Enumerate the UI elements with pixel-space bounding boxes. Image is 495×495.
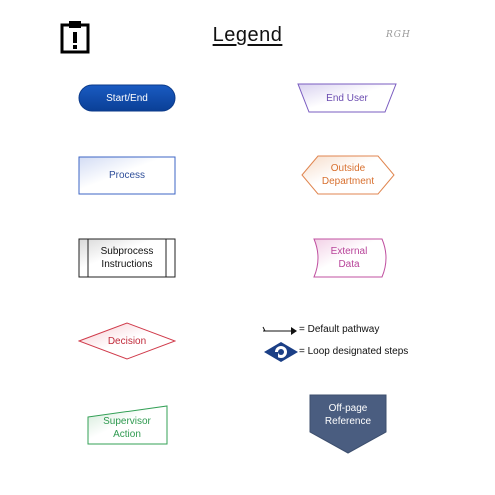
process-shape xyxy=(78,156,176,195)
loop-steps-text: = Loop designated steps xyxy=(299,346,409,357)
supervisor-action-label: Supervisor Action xyxy=(103,416,151,440)
supervisor-action-shape xyxy=(86,405,168,445)
process-label: Process xyxy=(108,170,146,181)
subprocess-shape xyxy=(78,238,176,278)
start-end-label: Start/End xyxy=(106,92,148,104)
author-initials: RGH xyxy=(386,30,411,40)
decision-shape xyxy=(77,322,177,360)
end-user-shape xyxy=(297,83,397,113)
clipboard-alert-icon xyxy=(60,20,90,54)
outside-department-shape xyxy=(301,155,395,195)
outside-department-label: Outside Department xyxy=(321,163,375,187)
legend-title: Legend xyxy=(212,24,283,46)
external-data-label: External Data xyxy=(330,246,368,270)
default-pathway-text: = Default pathway xyxy=(299,324,380,335)
end-user-label: End User xyxy=(326,92,368,104)
subprocess-label: Subprocess Instructions xyxy=(100,246,154,270)
loop-diamond-icon xyxy=(263,341,299,363)
off-page-reference-shape xyxy=(309,394,387,454)
arrow-icon xyxy=(262,324,298,336)
external-data-shape xyxy=(306,238,390,278)
off-page-reference-label: Off-page Reference xyxy=(324,403,372,427)
start-end-shape xyxy=(78,84,176,112)
decision-label: Decision xyxy=(107,335,147,347)
